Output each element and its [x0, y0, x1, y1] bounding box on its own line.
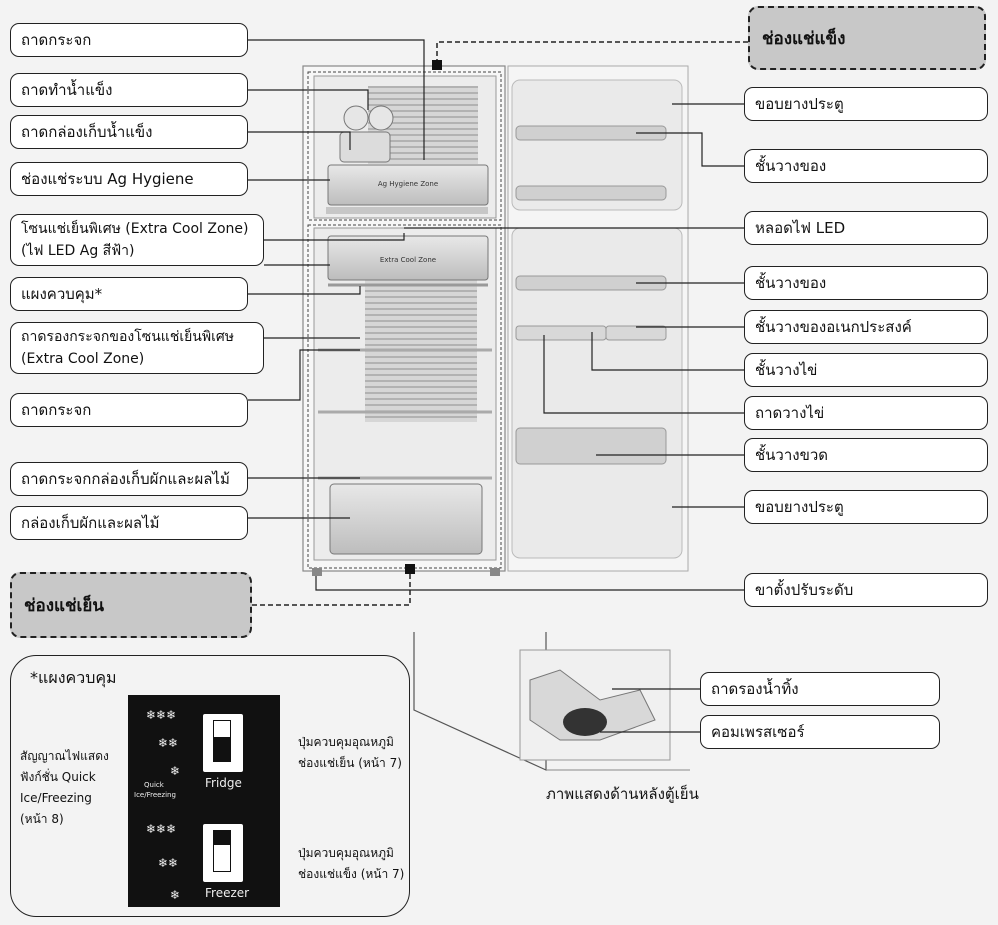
quick-signal-note: สัญญาณไฟแสดง ฟังก์ชั่น Quick Ice/Freezin…	[20, 746, 109, 830]
ice-tray-left	[343, 105, 369, 131]
freezer-level-3: ❄❄❄	[146, 822, 177, 836]
foot-left	[312, 568, 322, 576]
door-freezer-panel	[511, 79, 683, 211]
fridge-body: Ag Hygiene Zone Extra Cool Zone	[302, 65, 689, 576]
rear-view	[413, 632, 690, 771]
freezer-button-label: Freezer	[205, 886, 250, 900]
freezer-level-2: ❄❄	[158, 856, 179, 870]
fridge-note: ปุ่มควบคุมอุณหภูมิ ช่องแช่เย็น (หน้า 7)	[298, 732, 402, 774]
label-multi-shelf: ชั้นวางของอเนกประสงค์	[744, 310, 988, 344]
label-crisper: กล่องเก็บผักและผลไม้	[10, 506, 248, 540]
fridge-button-icon	[213, 720, 231, 762]
door-shelf-2	[515, 185, 667, 201]
fridge-note-line2: ช่องแช่เย็น (หน้า 7)	[298, 756, 402, 770]
door-multi-shelf	[605, 325, 667, 341]
quick-label-line1: Quick	[144, 781, 164, 789]
crisper-drawer	[329, 483, 483, 555]
label-door-gasket-top: ขอบยางประตู	[744, 87, 988, 121]
quick-signal-line3: Ice/Freezing	[20, 791, 92, 805]
ag-zone-text: Ag Hygiene Zone	[378, 180, 438, 188]
label-bottle-shelf: ชั้นวางขวด	[744, 438, 988, 472]
freezer-dashed-outline	[307, 71, 502, 221]
fridge-marker	[405, 564, 415, 574]
quick-signal-line1: สัญญาณไฟแสดง	[20, 749, 109, 763]
label-egg-shelf: ชั้นวางไข่	[744, 353, 988, 387]
rear-view-caption: ภาพแสดงด้านหลังตู้เย็น	[546, 785, 699, 803]
label-extra-cool-zone: โซนแช่เย็นพิเศษ (Extra Cool Zone) (ไฟ LE…	[10, 214, 264, 266]
fridge-button-label: Fridge	[205, 776, 242, 790]
fridge-back-vent	[365, 272, 477, 422]
ice-tray-right	[368, 105, 394, 131]
fridge-level-2: ❄❄	[158, 736, 179, 750]
label-ecz-glass-shelf-line2: (Extra Cool Zone)	[21, 351, 145, 367]
ice-box	[339, 131, 391, 163]
label-crisper-shelf: ถาดกระจกกล่องเก็บผักและผลไม้	[10, 462, 248, 496]
door-bottle-shelf	[515, 427, 667, 465]
zone-fridge: ช่องแช่เย็น	[10, 572, 252, 638]
label-glass-shelf: ถาดกระจก	[10, 393, 248, 427]
label-ice-tray: ถาดทำน้ำแข็ง	[10, 73, 248, 107]
zone-freezer: ช่องแช่แข็ง	[748, 6, 986, 70]
ag-zone-drawer	[327, 164, 489, 206]
label-control-panel: แผงควบคุม*	[10, 277, 248, 311]
label-compressor: คอมเพรสเซอร์	[700, 715, 940, 749]
fridge-level-3: ❄❄❄	[146, 708, 177, 722]
label-level-feet: ขาตั้งปรับระดับ	[744, 573, 988, 607]
foot-right	[490, 568, 500, 576]
freezer-marker	[432, 60, 442, 70]
label-door-gasket-bottom: ขอบยางประตู	[744, 490, 988, 524]
fridge-level-1: ❄	[170, 764, 181, 778]
label-glass-shelf-top: ถาดกระจก	[10, 23, 248, 57]
freezer-note-line1: ปุ่มควบคุมอุณหภูมิ	[298, 846, 394, 860]
leader-lines	[248, 39, 744, 591]
label-egg-tray: ถาดวางไข่	[744, 396, 988, 430]
freezer-note: ปุ่มควบคุมอุณหภูมิ ช่องแช่แข็ง (หน้า 7)	[298, 843, 404, 885]
label-drain-tray: ถาดรองน้ำทิ้ง	[700, 672, 940, 706]
quick-label-line2: Ice/Freezing	[134, 791, 176, 799]
label-ice-box: ถาดกล่องเก็บน้ำแข็ง	[10, 115, 248, 149]
freezer-floor-shelf	[326, 207, 488, 214]
label-extra-cool-zone-line1: โซนแช่เย็นพิเศษ (Extra Cool Zone)	[21, 221, 249, 237]
label-ag-compartment: ช่องแช่ระบบ Ag Hygiene	[10, 162, 248, 196]
zone-connectors	[252, 41, 748, 606]
control-panel-title: *แผงควบคุม	[30, 668, 117, 687]
quick-signal-line4: (หน้า 8)	[20, 812, 64, 826]
label-extra-cool-zone-line2: (ไฟ LED Ag สีฟ้า)	[21, 243, 135, 259]
label-door-shelf: ชั้นวางของ	[744, 266, 988, 300]
freezer-note-line2: ช่องแช่แข็ง (หน้า 7)	[298, 867, 405, 881]
fridge-note-line1: ปุ่มควบคุมอุณหภูมิ	[298, 735, 394, 749]
freezer-level-1: ❄	[170, 888, 181, 902]
label-ecz-glass-shelf: ถาดรองกระจกของโซนแช่เย็นพิเศษ (Extra Coo…	[10, 322, 264, 374]
freezer-button-icon	[213, 830, 231, 872]
label-led-lamp: หลอดไฟ LED	[744, 211, 988, 245]
label-door-shelf-top: ชั้นวางของ	[744, 149, 988, 183]
fridge-dashed-outline	[307, 224, 502, 569]
quick-signal-line2: ฟังก์ชั่น Quick	[20, 770, 96, 784]
label-ecz-glass-shelf-line1: ถาดรองกระจกของโซนแช่เย็นพิเศษ	[21, 329, 235, 345]
extra-cool-zone-text: Extra Cool Zone	[380, 256, 436, 264]
extra-cool-zone-drawer	[327, 235, 489, 281]
compressor-shape	[563, 708, 607, 736]
rear-leaders	[600, 688, 700, 733]
